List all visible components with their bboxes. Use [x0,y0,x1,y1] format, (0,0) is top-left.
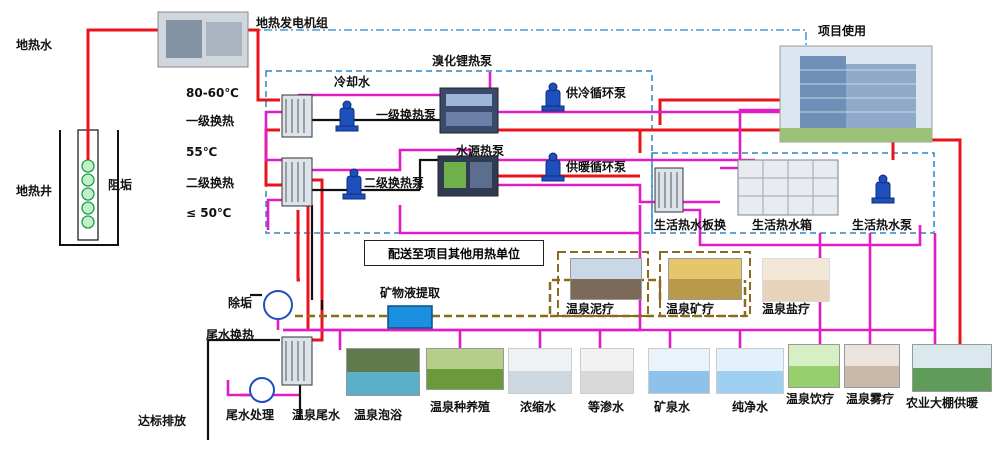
hot-spring-bathing-label: 温泉泡浴 [354,408,403,422]
greenhouse-heating-label: 农业大棚供暖 [906,396,979,410]
heat-pump-unit-icon [437,155,499,197]
dhw-pump-label: 生活热水泵 [852,218,913,232]
geothermal-well-label: 地热井 [16,184,53,198]
dhw-tank-label: 生活热水箱 [752,218,813,232]
mist-photo [844,344,900,388]
drinking-therapy-label: 温泉饮疗 [786,392,835,406]
cooling-water-label: 冷却水 [334,75,371,89]
mineral-water-label: 矿泉水 [654,400,691,414]
mineral-therapy-frame [659,251,751,317]
tail-water-treatment-label: 尾水处理 [226,408,275,422]
pump-icon [541,82,565,112]
pump-icon [342,168,366,200]
circulation-line [206,118,440,440]
temp-55-label: 55℃ [186,145,218,159]
concentrate-label: 浓缩水 [520,400,557,414]
dhw-plate-exchanger-label: 生活热水板换 [654,218,727,232]
building-icon [779,45,933,143]
generator-set-icon [157,11,249,68]
mineral-therapy-label: 温泉矿疗 [666,302,715,316]
cooling-supply-pump-label: 供冷循环泵 [566,86,627,100]
heating-supply-pump-label: 供暖循环泵 [566,160,627,174]
power-supply-line [248,29,807,52]
tail-water-exchange-label: 尾水换热 [206,328,255,342]
planting-photo [426,348,504,390]
heat-pump-unit-icon [439,87,499,134]
isotonic-water-label: 等渗水 [588,400,625,414]
pump-icon [871,174,895,204]
plate-heat-exchanger-icon [281,94,313,138]
primary-pump-label: 一级换热泵 [376,108,437,122]
pump-icon [335,100,359,132]
bathing-photo [346,348,420,396]
temp-le-50-label: ≤ 50℃ [186,206,232,220]
secondary-pump-label: 二级换热泵 [364,176,425,190]
plate-heat-exchanger-icon [654,167,684,213]
supply-other-units-box: 配送至项目其他用热单位 [364,240,544,266]
water-source-heat-pump-label: 水源热泵 [456,144,505,158]
plate-heat-exchanger-icon [281,157,313,207]
mud-therapy-frame [557,251,649,317]
generator-set-label: 地热发电机组 [256,16,329,30]
compliant-discharge-label: 达标排放 [138,414,187,428]
well-coil-icon [81,159,95,229]
pump-icon [541,152,565,182]
pure-water-photo [716,348,784,394]
descaler-icon [263,290,293,320]
libr-heat-pump-label: 溴化锂热泵 [432,54,493,68]
pure-water-label: 纯净水 [732,400,769,414]
mist-therapy-label: 温泉雾疗 [846,392,895,406]
water-tank-icon [737,159,839,216]
salt-therapy-label: 温泉盐疗 [762,302,811,316]
mineral-extraction-unit [387,305,433,329]
salt-therapy-photo [762,258,830,302]
secondary-exchange-label: 二级换热 [186,176,235,190]
isotonic-photo [580,348,634,394]
dhw-zone [651,152,935,234]
drinking-photo [788,344,840,388]
mud-therapy-photo [570,258,642,300]
concentrate-photo [508,348,572,394]
planting-breeding-label: 温泉种养殖 [430,400,491,414]
tail-water-treatment-icon [249,377,275,403]
project-use-label: 项目使用 [818,24,867,38]
mineral-extraction-label: 矿物液提取 [380,286,441,300]
plate-heat-exchanger-icon [281,336,313,386]
temp-80-60-label: 80-60℃ [186,86,239,100]
geothermal-water-label: 地热水 [16,38,53,52]
mineral-water-photo [648,348,710,394]
scaling-label: 阻垢 [108,178,133,192]
mud-therapy-label: 温泉泥疗 [566,302,615,316]
primary-exchange-label: 一级换热 [186,114,235,128]
well-casing [59,130,119,246]
hot-spring-tail-water-label: 温泉尾水 [292,408,341,422]
mineral-therapy-photo [668,258,742,300]
greenhouse-photo [912,344,992,392]
descaling-label: 除垢 [228,296,253,310]
